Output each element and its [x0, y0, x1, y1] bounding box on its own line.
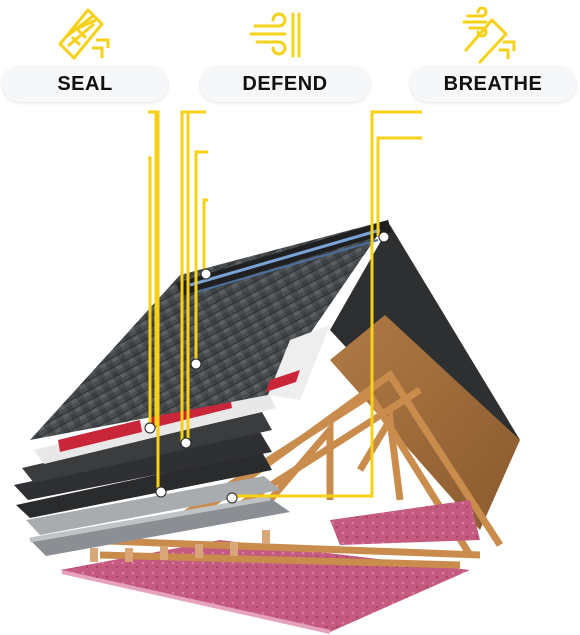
feature-seal-label: SEAL	[57, 72, 113, 95]
ridge-vent	[176, 220, 392, 296]
roof-deck-panel	[330, 315, 520, 530]
feature-breathe-label: BREATHE	[443, 72, 543, 95]
callout-dots	[144, 231, 390, 504]
callout-lines	[148, 110, 422, 498]
drip-edge	[29, 495, 271, 543]
ventilation-icon	[462, 6, 516, 64]
feature-defend: DEFEND	[200, 66, 370, 102]
insulation-between-joists	[330, 500, 480, 545]
feature-defend-label: DEFEND	[242, 72, 328, 95]
joist-ends	[90, 530, 270, 562]
roof-shingle-icon	[58, 8, 110, 60]
wind-icon	[249, 12, 301, 58]
shingle-roof-surface	[30, 220, 388, 440]
feature-breathe: BREATHE	[410, 66, 576, 102]
roof-layers-left	[14, 392, 290, 556]
feature-seal: SEAL	[2, 66, 168, 102]
